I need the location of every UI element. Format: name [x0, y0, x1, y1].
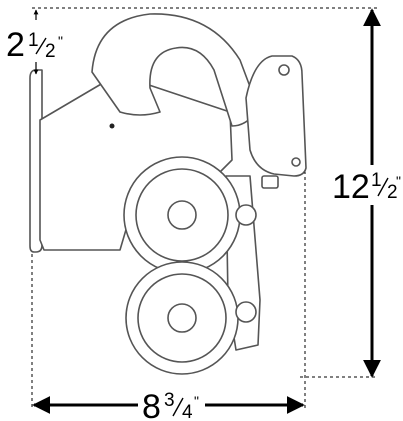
top-offset-denominator: 2	[45, 41, 56, 62]
width-dimension: 8 3 4 "	[32, 388, 305, 421]
width-unit: "	[194, 393, 199, 409]
height-unit: "	[396, 173, 401, 189]
right-handle	[245, 55, 307, 177]
height-whole: 12	[332, 168, 370, 206]
height-denominator: 2	[387, 182, 398, 203]
body-hole	[109, 123, 115, 129]
height-fraction-bar	[377, 177, 389, 197]
nut	[261, 175, 279, 189]
lower-pulley	[125, 261, 239, 375]
width-whole: 8	[142, 388, 161, 421]
top-offset-dimension: 2 1 2 "	[6, 9, 63, 75]
height-numerator: 1	[371, 170, 382, 191]
device-illustration	[29, 13, 307, 375]
width-fraction-bar	[172, 397, 184, 417]
upper-pulley	[123, 156, 241, 274]
handle-pivot	[278, 64, 290, 76]
width-denominator: 4	[182, 402, 193, 421]
right-roller-upper	[235, 204, 257, 226]
handle-screw	[291, 157, 301, 167]
width-numerator: 3	[164, 390, 175, 411]
height-dimension: 12 1 2 "	[332, 8, 401, 378]
mounting-plate	[29, 69, 43, 253]
right-roller-lower	[235, 301, 257, 323]
lower-pulley-hub	[167, 303, 197, 333]
top-offset-numerator: 1	[28, 30, 39, 51]
top-offset-unit: "	[58, 33, 63, 49]
top-offset-fraction-bar	[35, 37, 47, 55]
top-offset-whole: 2	[6, 26, 25, 64]
upper-pulley-hub	[167, 200, 197, 230]
top-hook	[91, 13, 259, 127]
